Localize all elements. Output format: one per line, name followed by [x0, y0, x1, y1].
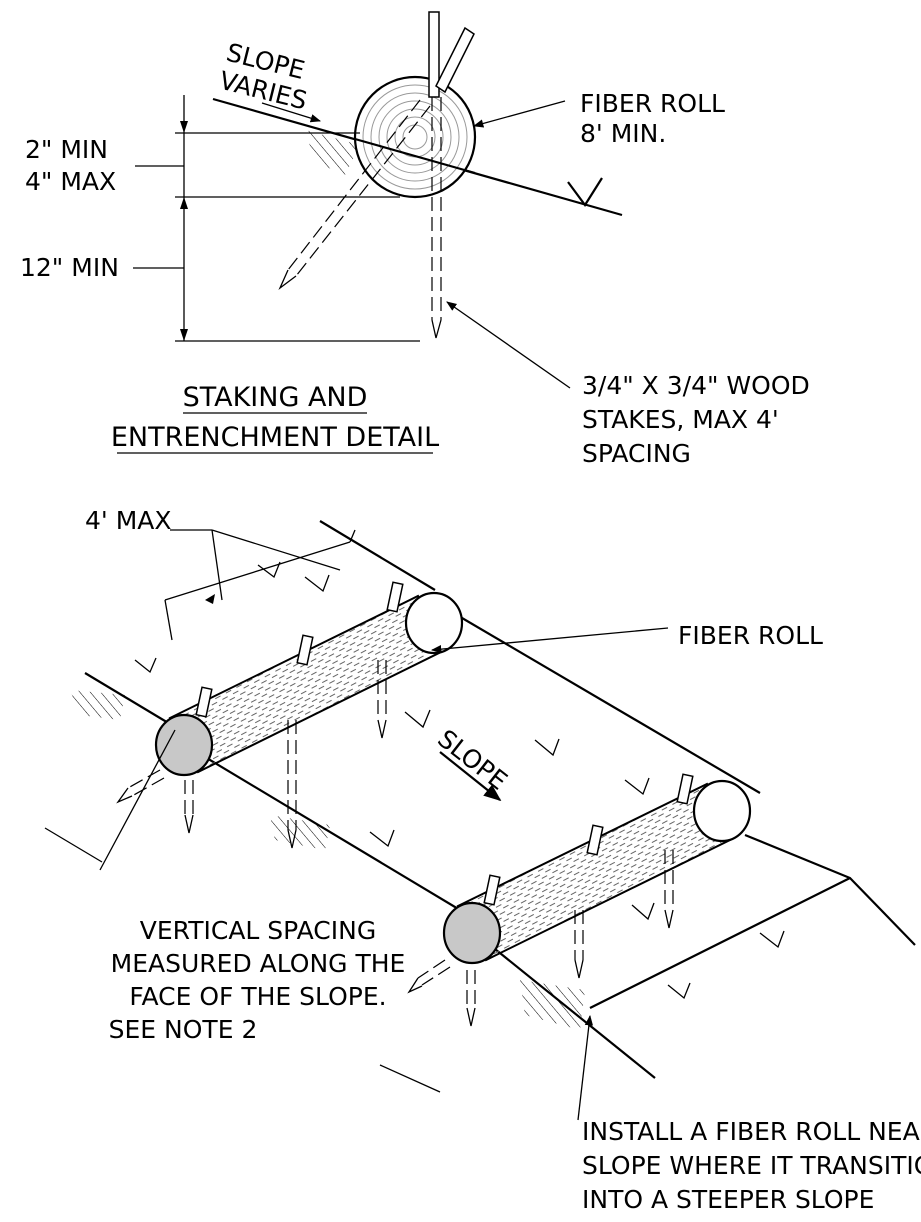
install-note-2: SLOPE WHERE IT TRANSITION — [582, 1151, 921, 1180]
vegetation-symbols — [134, 561, 785, 1000]
note-line-2: MEASURED ALONG THE — [111, 949, 406, 978]
depth-max-label: 4" MAX — [25, 167, 116, 196]
slope-edge-upper-left — [84, 672, 181, 731]
isometric-view: 4' MAX FIBER ROLL SLOPE VERTICAL SPACING… — [44, 506, 921, 1214]
soil-hatch — [305, 130, 360, 175]
detail-title-2: ENTRENCHMENT DETAIL — [111, 422, 439, 453]
stakes-label-1: 3/4" X 3/4" WOOD — [582, 371, 810, 400]
slope-bench-edge — [204, 756, 471, 917]
note-line-1: VERTICAL SPACING — [140, 916, 376, 945]
flow-symbol — [567, 177, 603, 207]
install-note-3: INTO A STEEPER SLOPE — [582, 1185, 874, 1214]
upper-roll-stakes — [116, 581, 404, 849]
stakes-label-2: STAKES, MAX 4' — [582, 405, 779, 434]
install-note-1: INSTALL A FIBER ROLL NEAR — [582, 1117, 921, 1146]
soil-hatch-3 — [520, 980, 585, 1030]
spacing-dimension — [164, 529, 356, 641]
slope-transition-line — [589, 877, 851, 1009]
upper-fiber-roll — [154, 591, 464, 777]
vertical-spacing-line — [99, 729, 176, 871]
slope-edge-right-lower — [744, 833, 916, 946]
stakes-label-3: SPACING — [582, 439, 691, 468]
fiber-roll-label: FIBER ROLL — [580, 89, 725, 118]
slope-edge-top — [319, 520, 436, 591]
embed-min-label: 12" MIN — [20, 253, 119, 282]
staking-detail: SLOPE VARIES FIBER ROLL 8' MIN. 2" MIN 4… — [20, 11, 810, 468]
slope-direction-label: SLOPE — [432, 724, 512, 796]
vertical-spacing-tick-1 — [44, 827, 103, 863]
detail-title-1: STAKING AND — [183, 382, 368, 413]
note-line-4: SEE NOTE 2 — [109, 1015, 258, 1044]
note-line-3: FACE OF THE SLOPE. — [129, 982, 386, 1011]
angled-stake — [278, 26, 475, 291]
slope-edge-right-upper — [444, 607, 761, 794]
slope-arrow — [261, 102, 321, 123]
soil-hatch-1 — [70, 690, 125, 720]
iso-fiber-roll-label: FIBER ROLL — [678, 621, 823, 650]
lower-fiber-roll — [442, 779, 752, 965]
depth-dimensions — [133, 95, 420, 342]
fiber-roll-length-label: 8' MIN. — [580, 119, 666, 148]
vertical-spacing-tick-2 — [379, 1064, 441, 1093]
soil-hatch-2 — [270, 815, 330, 850]
vertical-stake — [428, 11, 442, 339]
depth-min-label: 2" MIN — [25, 135, 108, 164]
max-spacing-label: 4' MAX — [85, 506, 172, 535]
lower-roll-stakes — [407, 773, 694, 1027]
